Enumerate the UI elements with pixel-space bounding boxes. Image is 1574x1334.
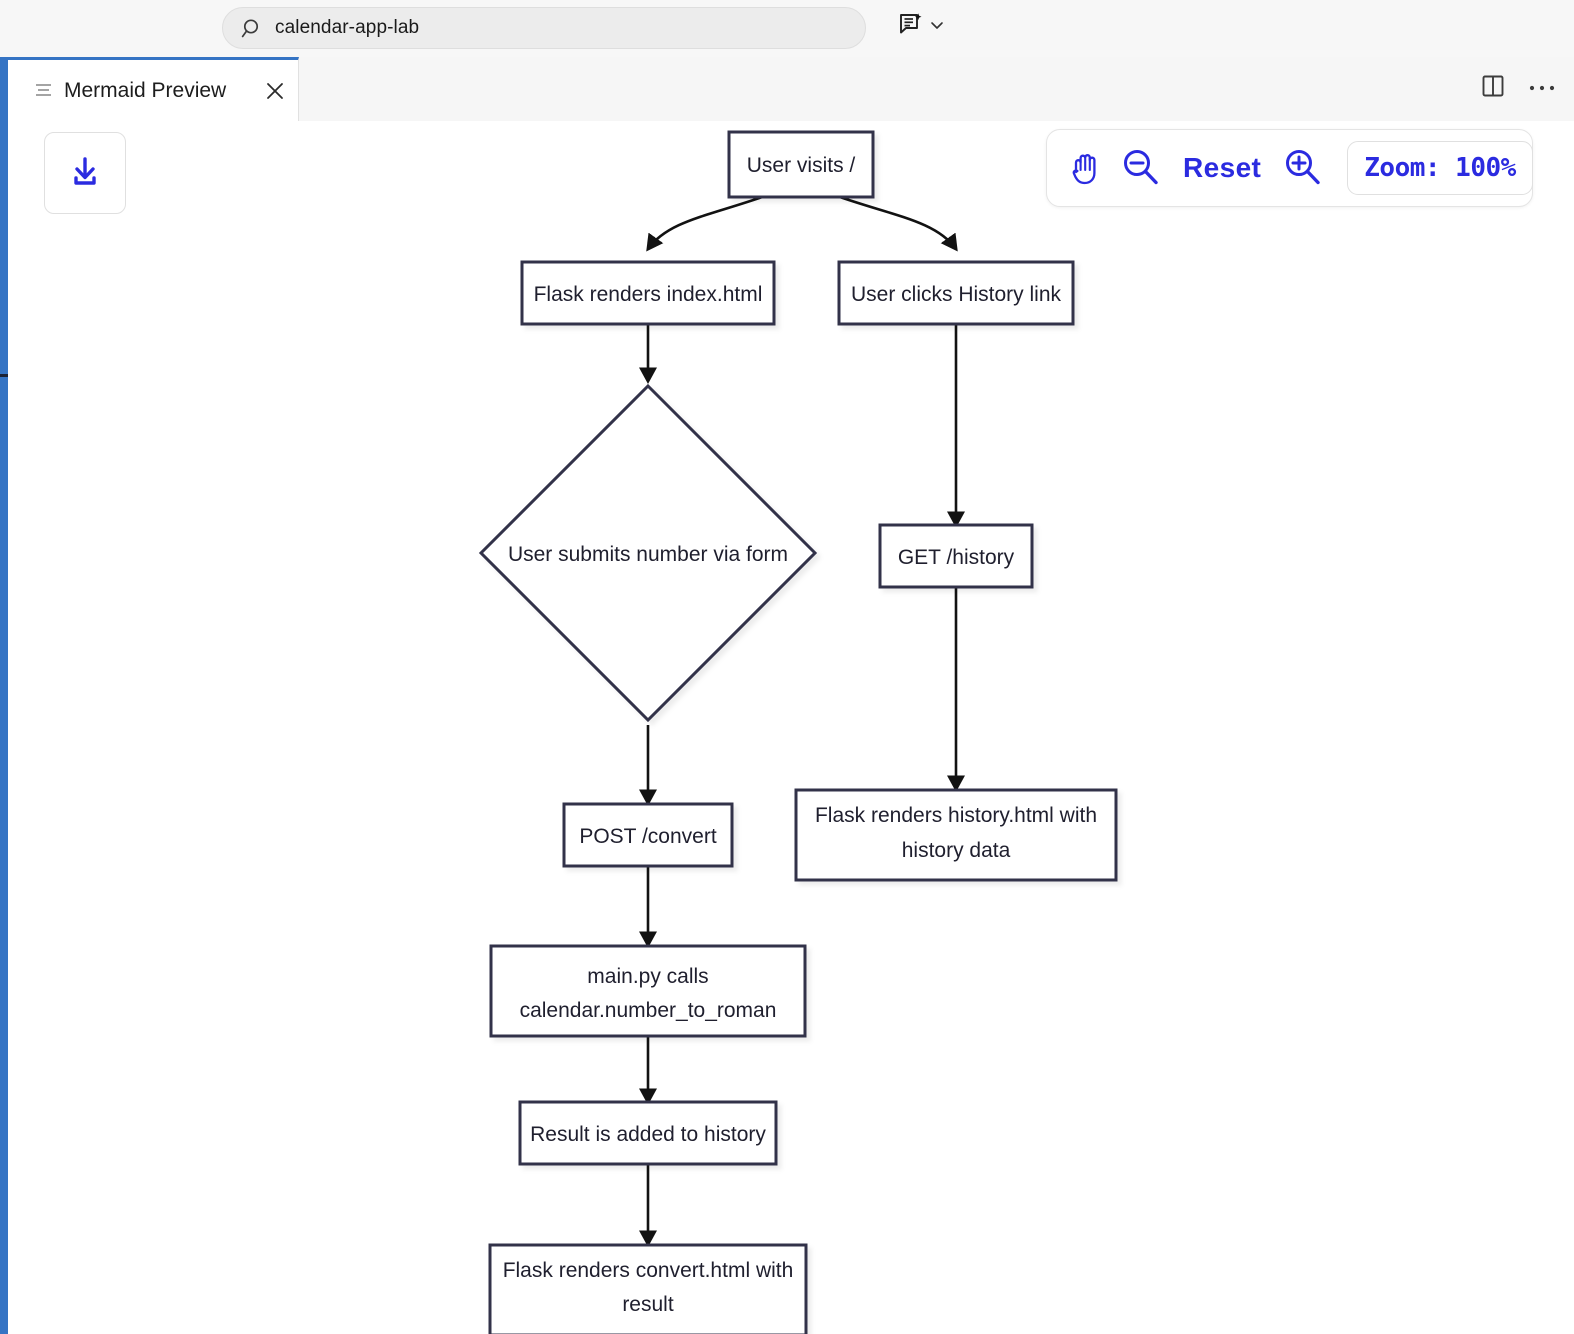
- node-label-line2: history data: [902, 839, 1011, 862]
- node-label: GET /history: [898, 546, 1015, 569]
- node-label: User submits number via form: [508, 543, 788, 566]
- copilot-chat-button[interactable]: [898, 9, 956, 45]
- node-label: User visits /: [747, 154, 856, 177]
- split-editor-icon[interactable]: [1480, 73, 1506, 104]
- pan-hand-icon[interactable]: [1063, 141, 1107, 195]
- node-label: Result is added to history: [530, 1123, 766, 1146]
- node-flask-renders-convert[interactable]: Flask renders convert.html with result: [488, 1243, 808, 1334]
- node-label-line1: main.py calls: [587, 965, 708, 988]
- close-icon[interactable]: [264, 80, 286, 102]
- tab-strip: Mermaid Preview: [0, 57, 1574, 122]
- node-get-history[interactable]: GET /history: [878, 523, 1034, 589]
- node-flask-renders-history[interactable]: Flask renders history.html with history …: [794, 788, 1118, 882]
- search-icon: [241, 17, 265, 41]
- zoom-in-icon[interactable]: [1279, 141, 1327, 195]
- preview-lines-icon: [34, 82, 54, 100]
- node-flask-renders-index[interactable]: Flask renders index.html: [520, 260, 776, 326]
- omnibar: calendar-app-lab: [0, 0, 1574, 58]
- edge-n1-n2: [646, 194, 766, 252]
- zoom-level-badge[interactable]: Zoom: 100%: [1347, 141, 1533, 195]
- download-icon: [65, 151, 105, 196]
- node-user-clicks-history[interactable]: User clicks History link: [837, 260, 1075, 326]
- node-result-added-history[interactable]: Result is added to history: [518, 1100, 778, 1166]
- zoom-out-icon[interactable]: [1117, 141, 1165, 195]
- edge-n1-n3: [836, 194, 958, 252]
- node-label: POST /convert: [579, 825, 716, 848]
- tab-actions: [1480, 73, 1556, 104]
- tab-label: Mermaid Preview: [64, 79, 227, 102]
- left-accent-rail: [0, 57, 9, 1334]
- node-label-line2: calendar.number_to_roman: [520, 999, 777, 1022]
- zoom-toolbar: Reset Zoom: 100%: [1046, 129, 1533, 207]
- search-input[interactable]: calendar-app-lab: [222, 7, 866, 49]
- edge-layer: [638, 194, 966, 1248]
- node-layer: User visits / Flask renders index.html U…: [478, 130, 1118, 1334]
- reset-button[interactable]: Reset: [1183, 152, 1262, 183]
- node-label: Flask renders index.html: [534, 283, 763, 306]
- search-value: calendar-app-lab: [275, 17, 420, 38]
- rail-tick-marker: [0, 374, 9, 377]
- copilot-chat-icon: [898, 12, 924, 43]
- node-label-line1: Flask renders convert.html with: [503, 1259, 794, 1282]
- node-mainpy-calls[interactable]: main.py calls calendar.number_to_roman: [489, 944, 807, 1038]
- node-label: User clicks History link: [851, 283, 1062, 306]
- mermaid-preview-surface: Reset Zoom: 100%: [8, 121, 1574, 1334]
- download-button[interactable]: [44, 132, 126, 214]
- node-user-visits-root[interactable]: User visits /: [727, 130, 875, 199]
- more-actions-icon[interactable]: [1528, 80, 1556, 98]
- tab-mermaid-preview[interactable]: Mermaid Preview: [8, 57, 299, 121]
- node-label-line1: Flask renders history.html with: [815, 804, 1097, 827]
- node-user-submits-number[interactable]: User submits number via form: [478, 383, 818, 723]
- chevron-down-icon: [928, 16, 946, 39]
- mermaid-flowchart: User visits / Flask renders index.html U…: [478, 130, 1118, 1334]
- node-label-line2: result: [622, 1293, 674, 1316]
- node-post-convert[interactable]: POST /convert: [562, 802, 734, 868]
